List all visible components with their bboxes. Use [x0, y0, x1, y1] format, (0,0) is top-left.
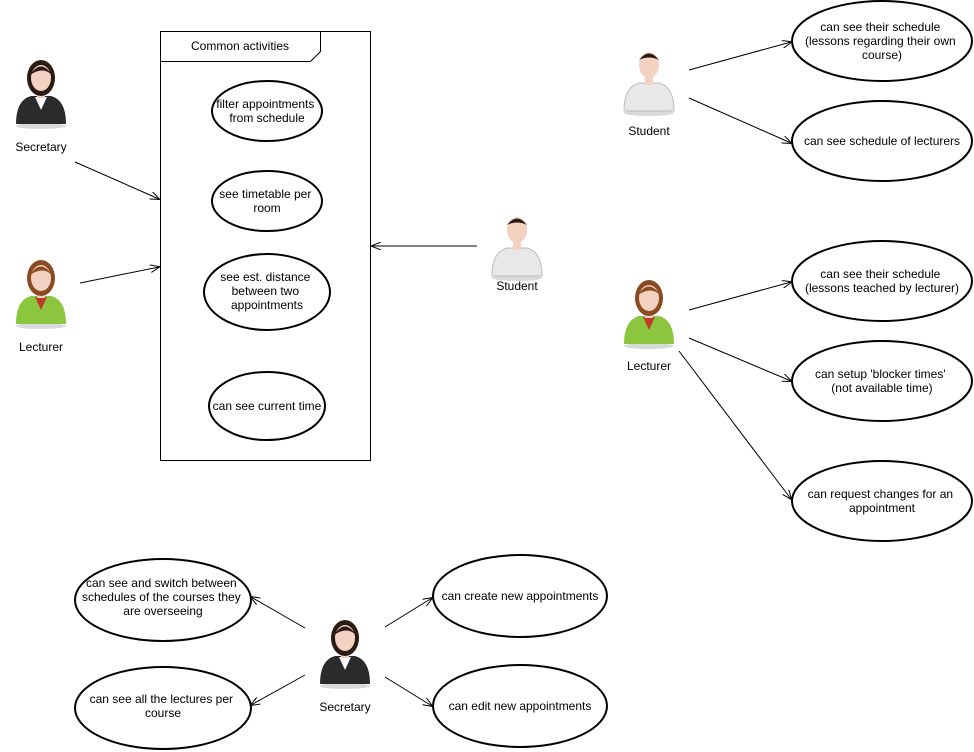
use-case-lectures-per-course[interactable]: can see all the lectures per course	[74, 666, 252, 750]
female-person-icon	[16, 60, 66, 129]
use-case-label-line: room	[253, 201, 280, 215]
actor-label: Student	[628, 124, 670, 138]
arrow-lecturer-to-common	[79, 267, 159, 284]
arrow-secretary-to-common	[74, 161, 159, 199]
use-case-label-line: (lessons regarding their own	[805, 34, 956, 48]
use-case-label-line: schedules of the courses they	[82, 590, 241, 604]
use-case-label-line: (lessons teached by lecturer)	[805, 281, 959, 295]
use-case-schedule-of-lecturers[interactable]: can see schedule of lecturers	[791, 100, 973, 182]
use-case-label-line: can see their schedule	[820, 20, 940, 34]
svg-text:can create new appointments: can create new appointments	[442, 589, 599, 603]
actor-lecturer-left[interactable]: Lecturer	[16, 260, 66, 354]
use-case-label-line: filter appointments	[216, 97, 314, 111]
use-case-label-line: can request changes for an	[808, 487, 953, 501]
use-case-label-line: can see all the lectures per	[90, 692, 233, 706]
actor-label: Lecturer	[627, 359, 671, 373]
svg-text:can request changes for an: can request changes for an appointment	[808, 487, 957, 515]
use-case-lecturer-own-schedule[interactable]: can see their schedule (lessons teached …	[791, 240, 973, 322]
use-case-label-line: are overseeing	[123, 604, 202, 618]
svg-text:see est. distance betwee: see est. distance between two appointmen…	[220, 270, 313, 312]
use-case-label-line: can see schedule of lecturers	[804, 134, 960, 148]
actor-secretary-left[interactable]: Secretary	[15, 60, 67, 154]
svg-text:filter appointments from: filter appointments from schedule	[216, 97, 317, 125]
arrow-lecturer-to-request-changes	[678, 350, 791, 499]
arrow-secretary-to-lectures-per-course	[251, 674, 306, 705]
arrow-lecturer-to-blocker-times	[688, 337, 791, 381]
use-case-label-line: can see and switch between	[86, 576, 237, 590]
svg-text:can setup 'blocker times': can setup 'blocker times' (not available…	[815, 367, 949, 395]
use-case-switch-course-schedules[interactable]: can see and switch between schedules of …	[74, 558, 252, 642]
use-case-current-time[interactable]: can see current time	[208, 371, 326, 441]
use-case-label-line: can setup 'blocker times'	[815, 367, 946, 381]
male-person-icon	[491, 217, 543, 281]
svg-text:can see and switch between: can see and switch between schedules of …	[82, 576, 244, 618]
use-case-label-line: course	[145, 706, 181, 720]
use-case-label-line: can see their schedule	[820, 267, 940, 281]
actor-label: Secretary	[15, 140, 66, 154]
use-case-request-changes[interactable]: can request changes for an appointment	[791, 460, 973, 542]
female-person-icon	[624, 280, 674, 349]
svg-text:can see current time: can see current time	[213, 399, 322, 413]
use-case-label-line: appointment	[849, 501, 916, 515]
arrow-secretary-to-edit	[384, 676, 432, 706]
svg-text:can see all the lectures per: can see all the lectures per course	[90, 692, 237, 720]
use-case-blocker-times[interactable]: can setup 'blocker times' (not available…	[791, 340, 973, 422]
svg-text:see timetable per room: see timetable per room	[219, 187, 314, 215]
use-case-label-line: course)	[862, 48, 902, 62]
arrow-student-to-own-schedule	[688, 42, 791, 71]
female-person-icon	[16, 260, 66, 329]
use-case-label-line: from schedule	[229, 111, 305, 125]
actor-student-right[interactable]: Student	[623, 52, 675, 138]
use-case-student-own-schedule[interactable]: can see their schedule (lessons regardin…	[791, 0, 973, 82]
use-case-label-line: (not available time)	[831, 381, 932, 395]
use-case-edit-appointments[interactable]: can edit new appointments	[432, 664, 608, 748]
use-case-label-line: between two	[232, 284, 300, 298]
use-case-filter-appointments[interactable]: filter appointments from schedule	[211, 80, 323, 142]
association-arrows	[74, 42, 791, 706]
use-case-label-line: can see current time	[213, 399, 322, 413]
use-case-label-line: can edit new appointments	[449, 699, 592, 713]
actor-student-center[interactable]: Student	[491, 217, 543, 293]
use-case-label-line: appointments	[231, 298, 303, 312]
svg-text:can see their schedule (: can see their schedule (lessons regardin…	[805, 20, 959, 62]
actor-label: Secretary	[319, 700, 370, 714]
arrow-secretary-to-create	[384, 598, 432, 628]
svg-text:can see schedule of lecturers: can see schedule of lecturers	[804, 134, 960, 148]
arrow-secretary-to-switch-schedules	[251, 597, 306, 629]
use-case-distance-between-appointments[interactable]: see est. distance between two appointmen…	[203, 253, 331, 331]
frame-title: Common activities	[191, 39, 289, 53]
svg-text:can edit new appointments: can edit new appointments	[449, 699, 592, 713]
actor-label: Student	[496, 279, 538, 293]
use-case-create-appointments[interactable]: can create new appointments	[432, 554, 608, 638]
actor-lecturer-right[interactable]: Lecturer	[624, 280, 674, 373]
use-case-label-line: see timetable per	[219, 187, 311, 201]
actor-label: Lecturer	[19, 340, 63, 354]
male-person-icon	[623, 52, 675, 116]
use-case-label-line: see est. distance	[220, 270, 310, 284]
arrow-lecturer-to-own-schedule	[688, 282, 791, 311]
use-case-timetable-per-room[interactable]: see timetable per room	[211, 170, 323, 232]
use-case-label-line: can create new appointments	[442, 589, 599, 603]
svg-text:can see their schedule (: can see their schedule (lessons teached …	[805, 267, 959, 295]
actor-secretary-bottom[interactable]: Secretary	[319, 620, 371, 714]
arrow-student-to-lecturer-schedule	[688, 97, 791, 143]
female-person-icon	[320, 620, 370, 689]
